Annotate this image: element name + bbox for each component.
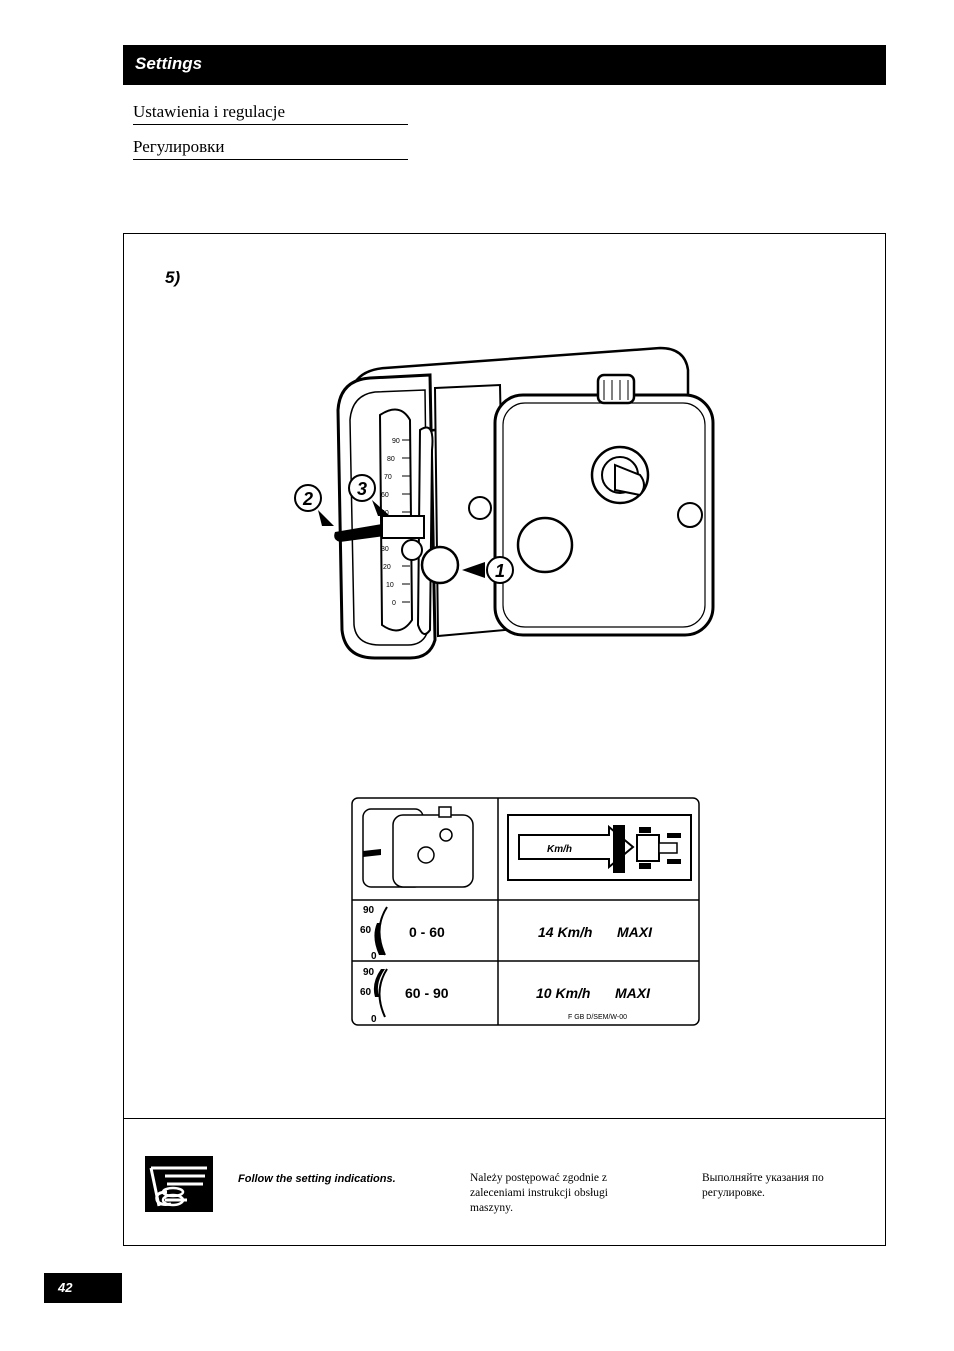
dial-scale-label: 80 [387,456,395,463]
dial-scale-label: 60 [381,492,389,499]
settings-decal: Km/h 90 60 0 0 - 60 14 Km/h MAXI 90 60 0… [351,797,700,1026]
gauge-label: 60 [360,987,372,998]
max-speed: 10 Km/h [536,985,590,1001]
mini-gearbox-icon [362,806,474,888]
step-label: 5) [165,268,181,287]
dial-scale-label: 20 [383,564,391,571]
speed-range: 60 - 90 [405,985,449,1001]
figure-frame [123,233,886,1246]
gauge-label: 60 [360,925,372,936]
gauge-label: 90 [363,905,375,916]
callout-2: 2 [302,489,313,509]
speed-range: 0 - 60 [409,924,445,940]
decal-row-2: 90 60 0 60 - 90 10 Km/h MAXI F GB D/SEM/… [360,967,651,1025]
tractor-icon [613,825,681,873]
gauge-label: 0 [371,951,377,962]
subtitle-russian: Регулировки [133,137,408,160]
frame-divider [123,1118,886,1119]
callout-3: 3 [357,479,367,499]
note-polish: Należy postępować zgodnie z zaleceniami … [470,1172,608,1214]
dial-scale-label: 0 [392,600,396,607]
callout-1: 1 [495,561,505,581]
speed-unit-label: Km/h [547,844,572,855]
dial-scale-label: 70 [384,474,392,481]
gearbox-illustration: 90 80 70 60 50 40 30 20 10 0 1 2 3 [294,346,715,660]
gauge-label: 0 [371,1014,377,1025]
note-english: Follow the setting indications. [238,1173,396,1185]
page-number: 42 [58,1280,73,1295]
subtitle-polish: Ustawienia i regulacje [133,102,408,125]
decal-reference: F GB D/SEM/W-00 [568,1014,627,1021]
note-russian: Выполняйте указания по регулировке. [702,1172,824,1199]
gauge-label: 90 [363,967,375,978]
page-number-badge: 42 [44,1273,122,1303]
dial-scale-label: 30 [381,546,389,553]
max-label: MAXI [617,924,653,940]
decal-row-1: 90 60 0 0 - 60 14 Km/h MAXI [360,905,653,962]
max-label: MAXI [615,985,651,1001]
dial-scale-label: 90 [392,438,400,445]
section-title: Settings [135,54,203,73]
dial-scale-label: 10 [386,582,394,589]
max-speed: 14 Km/h [538,924,592,940]
pointing-hand-icon [145,1156,213,1212]
section-header: Settings [123,45,886,85]
